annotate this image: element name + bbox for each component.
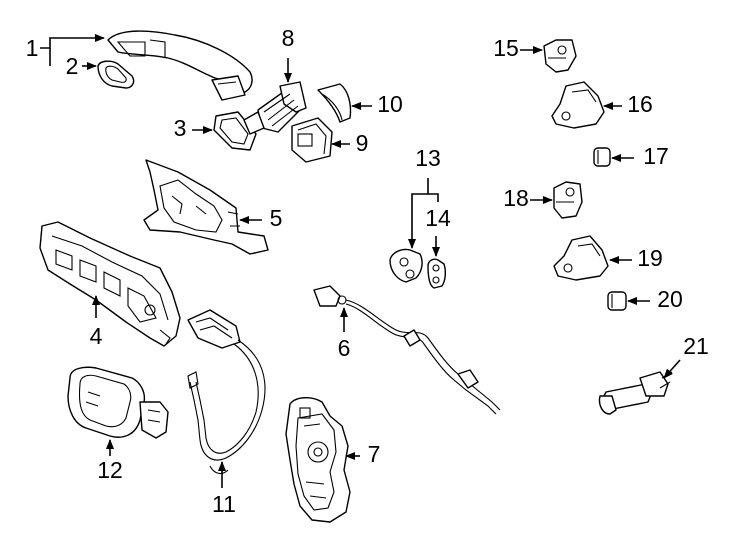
callout-19: 19 — [637, 245, 663, 271]
handle-bracket — [143, 159, 269, 255]
callout-8: 8 — [282, 25, 295, 51]
leader-lines — [40, 34, 681, 488]
inner-handle-carrier — [39, 221, 181, 347]
handle-bezel-cap — [317, 83, 352, 123]
callout-labels: 1 2 3 4 5 6 7 8 9 10 11 12 13 14 15 16 1… — [26, 25, 709, 517]
upper-hinge-door-side — [543, 39, 577, 73]
outer-door-handle — [107, 30, 253, 101]
cylinder-housing — [291, 117, 333, 163]
callout-11: 11 — [212, 491, 236, 517]
inside-release-cable — [187, 309, 266, 475]
callout-7: 7 — [368, 441, 381, 467]
callout-18: 18 — [503, 185, 529, 211]
handle-gasket — [97, 60, 135, 89]
callout-10: 10 — [377, 91, 403, 117]
door-striker — [389, 248, 423, 283]
callout-15: 15 — [493, 35, 519, 61]
callout-2: 2 — [66, 53, 79, 79]
latch-release-cable — [313, 285, 501, 415]
callout-13: 13 — [415, 145, 441, 171]
door-check — [598, 371, 673, 415]
striker-shim — [427, 258, 447, 289]
door-latch — [285, 397, 351, 523]
lock-cylinder — [243, 81, 307, 135]
callout-16: 16 — [627, 91, 653, 117]
lower-hinge-body-side — [553, 235, 609, 281]
callout-20: 20 — [657, 286, 683, 312]
callout-12: 12 — [97, 457, 123, 483]
lower-hinge-door-side — [553, 181, 583, 219]
callout-3: 3 — [174, 115, 187, 141]
inner-door-handle — [67, 366, 169, 439]
callout-4: 4 — [90, 323, 103, 349]
callout-5: 5 — [270, 205, 283, 231]
hinge-bushing-lower — [607, 291, 627, 311]
upper-hinge-body-side — [551, 81, 605, 129]
callout-14: 14 — [425, 205, 451, 231]
hinge-bushing-upper — [593, 147, 611, 167]
callout-17: 17 — [643, 143, 669, 169]
callout-1: 1 — [26, 35, 39, 61]
callout-21: 21 — [683, 333, 709, 359]
callout-9: 9 — [356, 130, 369, 156]
callout-6: 6 — [338, 335, 351, 361]
